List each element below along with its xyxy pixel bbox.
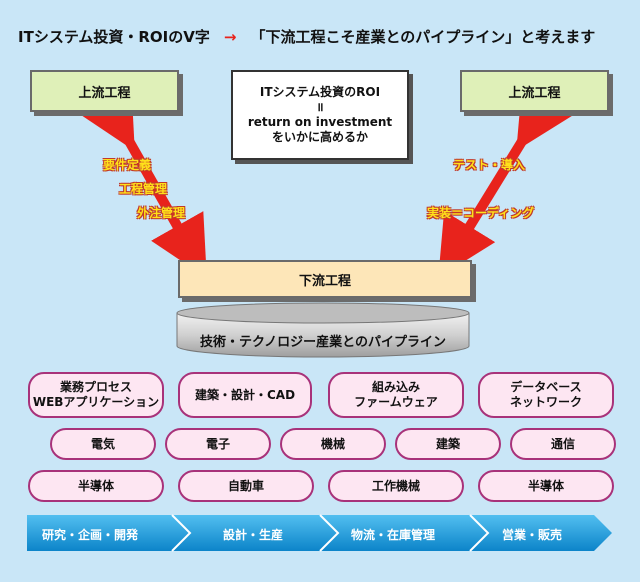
industry-database-network: データベースネットワーク	[478, 372, 614, 418]
roi-line-4: をいかに高めるか	[271, 130, 368, 144]
stage-rnd: 研究・企画・開発	[42, 528, 139, 542]
industry-machinery: 機械	[280, 428, 386, 460]
label-process-management: 工程管理	[119, 182, 168, 196]
industry-line: ネットワーク	[509, 395, 582, 409]
headline-right: 「下流工程こそ産業とのパイプライン」と考えます	[250, 28, 596, 46]
roi-box: ITシステム投資のROI ॥ return on investment をいかに…	[231, 70, 409, 160]
downstream-box: 下流工程	[178, 260, 472, 298]
pipeline-cylinder	[176, 302, 470, 358]
industry-architecture-cad: 建築・設計・CAD	[178, 372, 312, 418]
process-chevrons	[27, 514, 612, 552]
right-double-arrow	[438, 83, 574, 278]
industry-line: 建築・設計・CAD	[194, 387, 296, 402]
headline-left: ITシステム投資・ROIのV字	[18, 28, 210, 46]
upstream-right-box: 上流工程	[460, 70, 609, 112]
headline-arrow: →	[223, 28, 237, 46]
headline: ITシステム投資・ROIのV字 → 「下流工程こそ産業とのパイプライン」と考えます	[18, 26, 595, 47]
industry-line: 組み込み	[371, 380, 420, 394]
stage-sales: 営業・販売	[502, 528, 563, 542]
stage-chevron-4	[470, 515, 612, 551]
industry-electronics: 電子	[165, 428, 271, 460]
roi-line-1: ITシステム投資のROI	[259, 85, 381, 99]
industry-semiconductor-1: 半導体	[28, 470, 164, 502]
label-outsourcing-management: 外注管理	[137, 206, 186, 220]
industry-automotive: 自動車	[178, 470, 314, 502]
stage-logistics-inventory: 物流・在庫管理	[351, 528, 436, 542]
industry-embedded-firmware: 組み込みファームウェア	[328, 372, 464, 418]
industry-electric: 電気	[50, 428, 156, 460]
stage-design-production: 設計・生産	[223, 528, 284, 542]
stage-chevron-2	[172, 515, 338, 551]
industry-line: 業務プロセス	[59, 380, 132, 394]
industry-line: データベース	[510, 380, 582, 394]
label-implementation-coding: 実装＝コーディング	[427, 206, 535, 220]
upstream-left-box: 上流工程	[30, 70, 179, 112]
industry-telecom: 通信	[510, 428, 616, 460]
pipeline-label: 技術・テクノロジー産業とのパイプライン	[199, 335, 447, 350]
stage-chevron-3	[320, 515, 488, 551]
industry-semiconductor-2: 半導体	[478, 470, 614, 502]
label-requirements: 要件定義	[103, 158, 152, 172]
label-test-deploy: テスト・導入	[453, 158, 526, 172]
industry-machine-tools: 工作機械	[328, 470, 464, 502]
left-double-arrow	[79, 84, 207, 279]
roi-line-2: ॥	[316, 100, 324, 114]
stage-chevron-1	[27, 515, 190, 551]
industry-construction: 建築	[395, 428, 501, 460]
industry-line: WEBアプリケーション	[32, 395, 160, 409]
roi-line-3: return on investment	[247, 115, 393, 129]
industry-line: ファームウェア	[354, 395, 438, 409]
